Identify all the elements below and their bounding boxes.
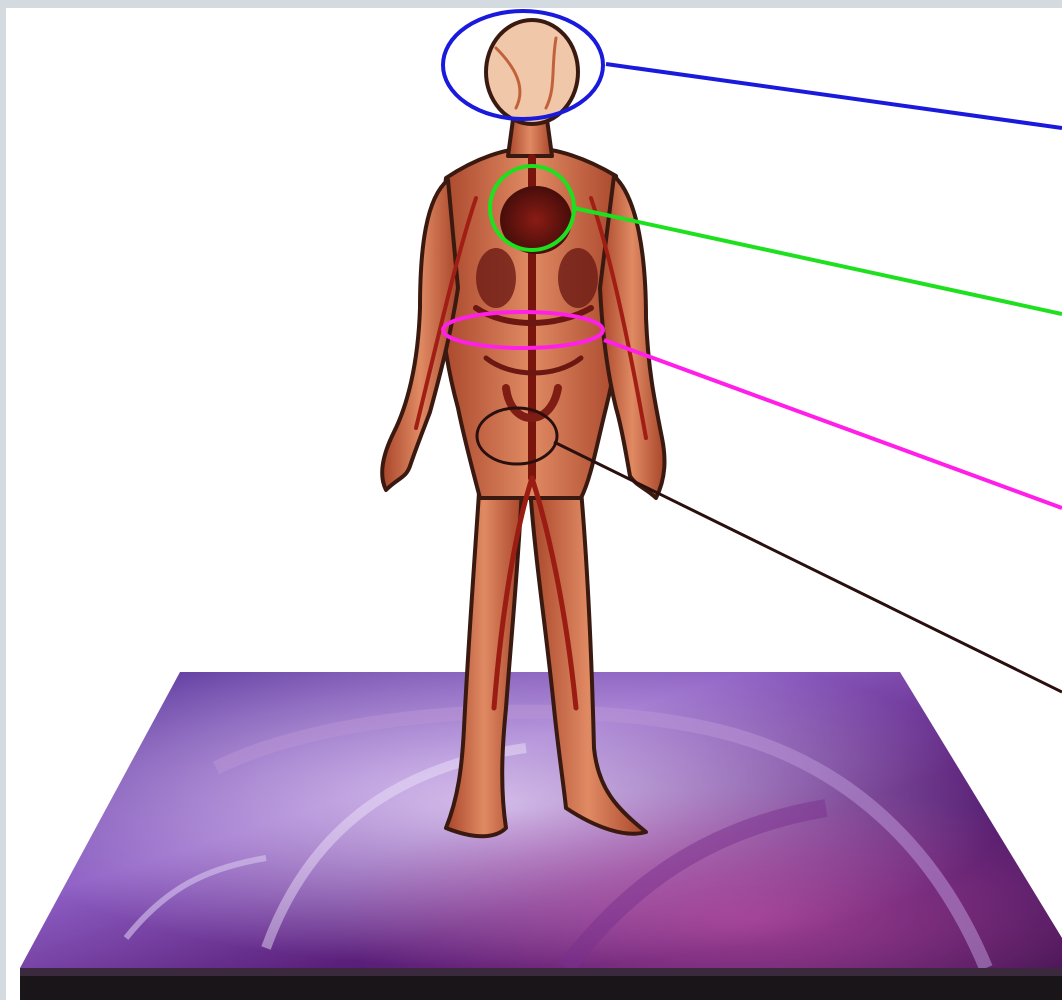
lung-left (476, 248, 516, 308)
platform (20, 672, 1062, 1000)
lung-right (558, 248, 598, 308)
anatomy-diagram (6, 8, 1062, 1000)
head-leader-line (606, 64, 1062, 128)
diagram-canvas (6, 8, 1062, 1000)
abdomen-leader-line (604, 340, 1062, 508)
